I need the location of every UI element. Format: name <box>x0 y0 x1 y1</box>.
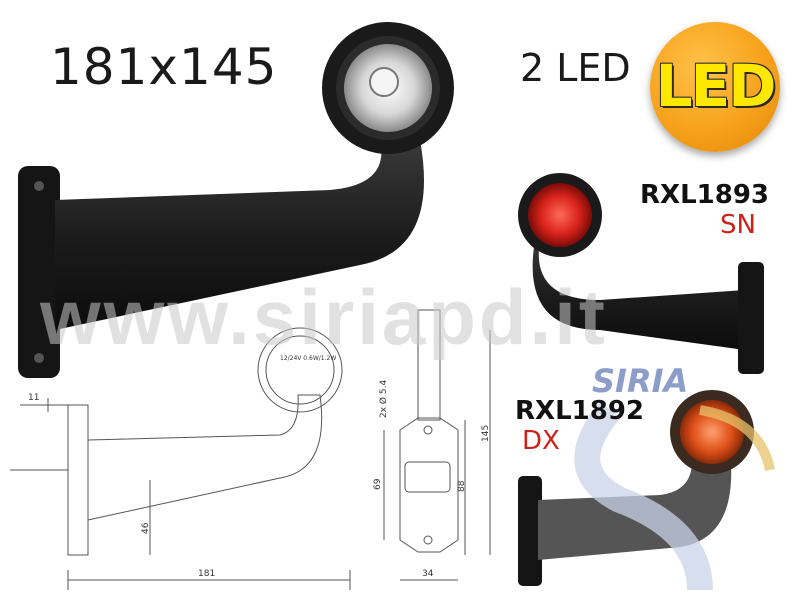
dim-88: 88 <box>457 480 467 492</box>
tech-drawing-front <box>383 309 491 581</box>
dim-holes: 2x Ø 5.4 <box>378 380 389 418</box>
product-variant-sn: SN <box>720 210 756 240</box>
dim-145: 145 <box>481 425 491 442</box>
product-variant-dx: DX <box>522 426 560 456</box>
lamp-sn <box>518 173 764 374</box>
led-count-label: 2 LED <box>520 46 631 90</box>
size-title: 181x145 <box>50 38 278 96</box>
dim-46: 46 <box>141 522 151 534</box>
tech-drawing-side <box>10 327 351 590</box>
dim-181: 181 <box>198 569 215 579</box>
dim-69: 69 <box>373 478 383 490</box>
product-code-dx: RXL1892 <box>515 396 644 426</box>
led-badge-text: LED <box>655 52 777 120</box>
watermark: www.siriapd.it <box>40 273 608 361</box>
dim-11: 11 <box>28 393 39 403</box>
main-lamp <box>18 22 454 378</box>
siria-logo-text: SIRIA <box>592 362 689 400</box>
siria-logo <box>574 401 775 591</box>
product-code-sn: RXL1893 <box>640 180 769 210</box>
lamp-label: 12/24V 0.6W/1.2W <box>280 355 336 362</box>
led-badge: LED <box>650 22 780 152</box>
dim-34: 34 <box>422 569 434 579</box>
